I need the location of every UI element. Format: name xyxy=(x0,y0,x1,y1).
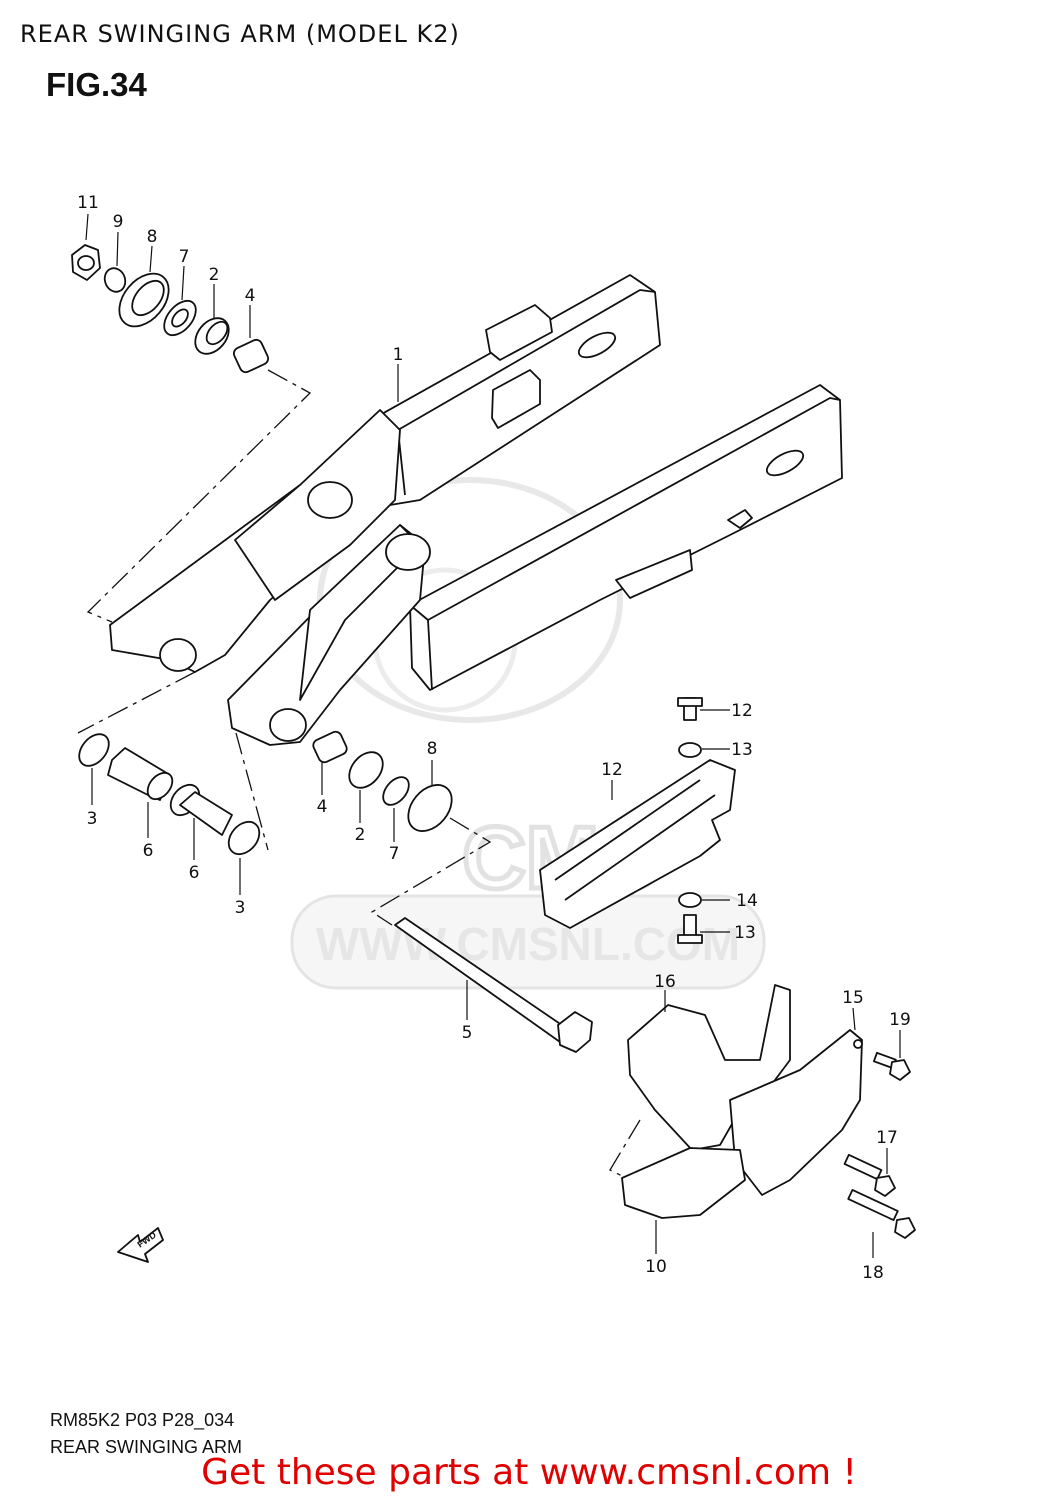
callout-13: 14 xyxy=(736,891,758,911)
callout-12: 12 xyxy=(731,701,753,721)
callout-6: 6 xyxy=(143,841,154,861)
callout-7: 7 xyxy=(179,247,190,267)
diagram-code: RM85K2 P03 P28_034 xyxy=(50,1410,235,1430)
assembly-lines xyxy=(77,369,641,1181)
swing-arm xyxy=(109,274,843,746)
chain-slider xyxy=(539,697,736,944)
callout-1: 1 xyxy=(393,345,404,365)
leader-lines xyxy=(85,213,901,1258)
callout-13: 13 xyxy=(731,740,753,760)
callout-4: 4 xyxy=(317,797,328,817)
callout-8: 8 xyxy=(427,739,438,759)
callout-3: 3 xyxy=(235,898,246,918)
callout-2: 2 xyxy=(355,825,366,845)
callout-2: 2 xyxy=(209,265,220,285)
callout-12: 13 xyxy=(734,923,756,943)
callout-18: 18 xyxy=(862,1263,884,1283)
callout-4: 4 xyxy=(245,286,256,306)
chain-guide xyxy=(621,984,916,1239)
pivot-bolt xyxy=(394,917,593,1053)
pivot-parts-top xyxy=(71,244,270,374)
callout-15: 16 xyxy=(654,972,676,992)
callout-11: 12 xyxy=(601,760,623,780)
callout-8: 8 xyxy=(147,227,158,247)
watermark-url: WWW.CMSNL.COM xyxy=(316,918,740,970)
diagram-caption: REAR SWINGING ARM xyxy=(50,1437,243,1457)
callout-10: 11 xyxy=(77,193,99,213)
callout-19: 19 xyxy=(889,1010,911,1030)
callout-14: 15 xyxy=(842,988,864,1008)
figure-number: FIG.34 xyxy=(46,66,147,103)
promo-link[interactable]: Get these parts at www.cmsnl.com ! xyxy=(201,1452,857,1493)
callout-16: 10 xyxy=(645,1257,667,1277)
fwd-arrow: FWD xyxy=(117,1227,164,1263)
callout-9: 9 xyxy=(113,212,124,232)
callout-6: 6 xyxy=(189,863,200,883)
callout-3: 3 xyxy=(87,809,98,829)
callout-7: 7 xyxy=(389,844,400,864)
callout-5: 5 xyxy=(462,1023,473,1043)
callout-labels: 11 9 8 7 2 4 1 3 6 6 3 4 2 7 8 12 5 12 1… xyxy=(77,193,911,1283)
callout-17: 17 xyxy=(876,1128,898,1148)
pivot-parts-bottom xyxy=(78,730,453,856)
page-title: REAR SWINGING ARM (MODEL K2) xyxy=(20,20,460,48)
